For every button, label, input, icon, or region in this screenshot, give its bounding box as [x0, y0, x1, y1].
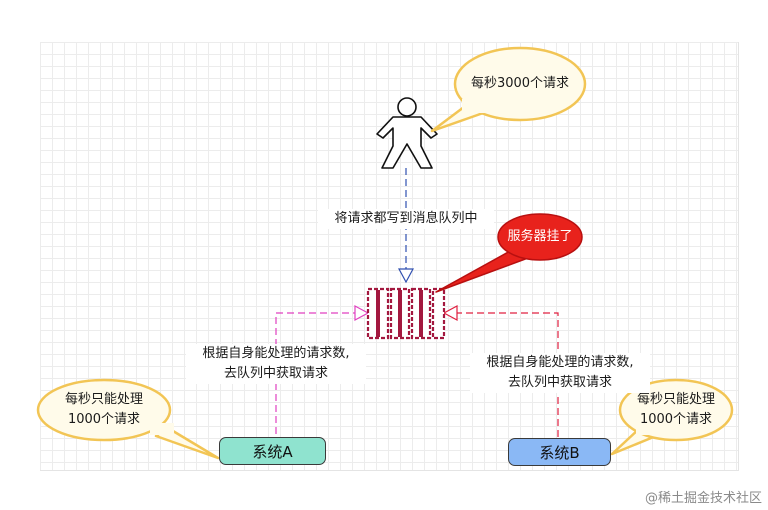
system-b-fetch-line2: 去队列中获取请求 — [470, 373, 650, 393]
system-b-to-queue-arrow — [442, 304, 559, 437]
system-a-to-queue-arrow — [275, 304, 370, 434]
server-down-text: 服务器挂了 — [507, 229, 573, 244]
callout-system-b-rate — [610, 378, 734, 456]
callout-server-down — [435, 213, 583, 293]
system-a-box: 系统A — [219, 437, 326, 465]
system-b-rate-line2: 1000个请求 — [639, 412, 713, 427]
system-b-box: 系统B — [508, 438, 611, 466]
message-queue-icon — [366, 287, 446, 340]
watermark: @稀土掘金技术社区 — [644, 491, 762, 506]
stick-figure-user-icon — [376, 97, 438, 169]
write-to-queue-label: 将请求都写到消息队列中 — [318, 209, 494, 229]
system-a-rate-line2: 1000个请求 — [67, 412, 141, 427]
system-a-fetch-line2: 去队列中获取请求 — [186, 364, 366, 384]
system-a-fetch-line1: 根据自身能处理的请求数, — [186, 344, 366, 364]
system-a-rate-line1: 每秒只能处理 — [64, 392, 143, 407]
system-b-fetch-line1: 根据自身能处理的请求数, — [470, 353, 650, 373]
system-b-rate-line1: 每秒只能处理 — [636, 392, 715, 407]
callout-system-a-rate — [36, 378, 220, 460]
user-rate-text: 每秒3000个请求 — [470, 76, 570, 91]
callout-user-rate — [430, 46, 587, 133]
